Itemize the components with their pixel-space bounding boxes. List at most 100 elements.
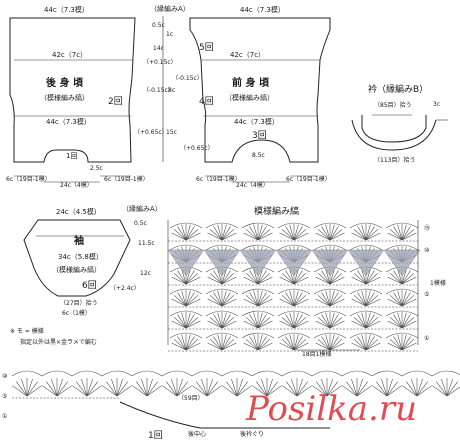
stitch-chart xyxy=(167,220,421,352)
back-row-count: 2回 xyxy=(108,96,123,107)
shell-stitch xyxy=(277,310,311,329)
front-left-edge: 6c（19目-1模） xyxy=(196,175,241,183)
note-abbrev: ※ モ = 模様 xyxy=(10,327,44,335)
back-center-width: 24c（4模） xyxy=(60,181,93,189)
sleeve-cuff: 6c（1模） xyxy=(62,309,91,317)
sleeve-plus: （+2.4c） xyxy=(110,285,140,292)
shell-stitch xyxy=(169,310,203,329)
edging-shell xyxy=(11,370,43,397)
sleeve-row-count: 6回 xyxy=(82,280,97,291)
shell-stitch xyxy=(385,288,419,307)
edging-shell xyxy=(41,370,73,397)
neckline-curve xyxy=(119,401,330,429)
measure-05c: 0.5c xyxy=(152,22,165,29)
shell-stitch xyxy=(313,332,347,351)
edging-shell xyxy=(341,370,373,397)
sleeve-side3: 12c xyxy=(140,270,151,277)
edging-shell xyxy=(251,370,283,397)
shell-stitch xyxy=(385,332,419,351)
back-inner-width: 42c（7c） xyxy=(52,51,87,59)
edging-shell xyxy=(281,370,313,397)
sleeve-bottom: （27目）拾う xyxy=(60,299,98,307)
shell-stitch xyxy=(277,222,311,241)
front-center-width: 24c（4模） xyxy=(236,181,269,189)
front-body-schematic xyxy=(189,17,331,163)
shell-stitch xyxy=(169,222,203,241)
edging-chart xyxy=(11,370,460,429)
measure-plus065-right: （+0.65c） xyxy=(180,145,214,152)
front-bottom-width: 44c（7.3模） xyxy=(234,117,279,126)
shell-stitch xyxy=(313,222,347,241)
watermark-logo: Posilka.ru xyxy=(245,389,417,429)
shell-stitch xyxy=(385,222,419,241)
shell-stitch xyxy=(241,222,275,241)
shell-stitch xyxy=(205,288,239,307)
collar-side: 3c xyxy=(433,101,440,108)
front-row-top: 5回 xyxy=(199,42,214,53)
edging-shell xyxy=(221,370,253,397)
sleeve-schematic xyxy=(23,219,131,297)
note-yarn: 指定以外は黒×金ラメで編む xyxy=(20,338,97,346)
front-right-edge: 6c（19目-1模） xyxy=(286,175,331,183)
back-left-edge: 6c（19目-1模） xyxy=(6,175,51,183)
front-depth: 8.5c xyxy=(252,152,265,159)
sleeve-side2: 11.5c xyxy=(138,240,155,247)
back-right-edge: 6c（19目-1模） xyxy=(104,175,149,183)
edging-back-center: 後中心 xyxy=(188,430,206,438)
edging-row-mark: ⑤ xyxy=(2,393,7,400)
shell-stitch xyxy=(205,222,239,241)
measure-plus015: （+0.15c） xyxy=(143,59,177,66)
front-center-count: 3回 xyxy=(252,130,267,141)
measure-1c: 1c xyxy=(166,31,173,38)
shell-stitch xyxy=(277,288,311,307)
edging-a-label: （縁編みA） xyxy=(150,4,190,13)
row-mark: ① xyxy=(424,335,429,342)
shell-stitch xyxy=(169,332,203,351)
measure-15c: 15c xyxy=(166,129,177,136)
back-slope: 2.5c xyxy=(90,165,103,172)
edging-shell xyxy=(401,370,433,397)
shell-stitch xyxy=(277,332,311,351)
shell-stitch xyxy=(205,310,239,329)
shell-stitch xyxy=(205,332,239,351)
edging-shell xyxy=(371,370,403,397)
edging-shell xyxy=(191,370,223,397)
back-top-width: 44c（7.3模） xyxy=(44,5,89,14)
back-bottom-width: 44c（7.3模） xyxy=(46,117,91,126)
shell-stitch xyxy=(385,310,419,329)
shell-stitch xyxy=(313,288,347,307)
edging-row-mark: ① xyxy=(2,413,7,420)
sleeve-edge: （縁編みA） xyxy=(122,204,162,213)
edging-row-count: 1回 xyxy=(148,430,163,441)
edging-shell xyxy=(161,370,193,397)
shell-stitch xyxy=(349,288,383,307)
sleeve-pattern: （模様編み縞） xyxy=(52,265,101,274)
front-top-width: 44c（7.3模） xyxy=(240,5,285,14)
row-mark: ⑮ xyxy=(424,224,430,232)
shell-stitch xyxy=(241,310,275,329)
sleeve-top-width: 24c（4.5模） xyxy=(56,207,101,216)
measure-minus015-left: （-0.15c） xyxy=(143,87,174,94)
chart-title: 模様編み縞 xyxy=(254,205,299,217)
collar-top-label: （85目）拾う xyxy=(374,101,412,109)
left-marks: ⑩ ⑤ ① xyxy=(2,373,7,420)
shaded-band xyxy=(167,249,421,277)
edging-shell xyxy=(71,370,103,397)
front-pattern: （模様編み縞） xyxy=(225,93,274,102)
back-center-count: 1回 xyxy=(66,152,77,160)
measure-14c: 14c xyxy=(153,45,164,52)
chart-legend: 1模様 xyxy=(430,279,446,287)
row-mark: ⑩ xyxy=(424,247,429,254)
edging-stitch-count: （59目） xyxy=(178,395,204,402)
front-row-mid: 4回 xyxy=(199,96,214,107)
shell-stitch xyxy=(313,310,347,329)
shell-stitch xyxy=(349,310,383,329)
collar-title: 衿（縁編みB） xyxy=(368,83,428,95)
edging-shell xyxy=(431,370,460,397)
measure-8c: 8c xyxy=(168,87,175,94)
shell-stitch xyxy=(349,332,383,351)
back-pattern: （模様編み縞） xyxy=(40,93,89,102)
edging-row-mark: ⑩ xyxy=(2,373,7,380)
front-inner-width: 42c（7c） xyxy=(230,51,265,59)
